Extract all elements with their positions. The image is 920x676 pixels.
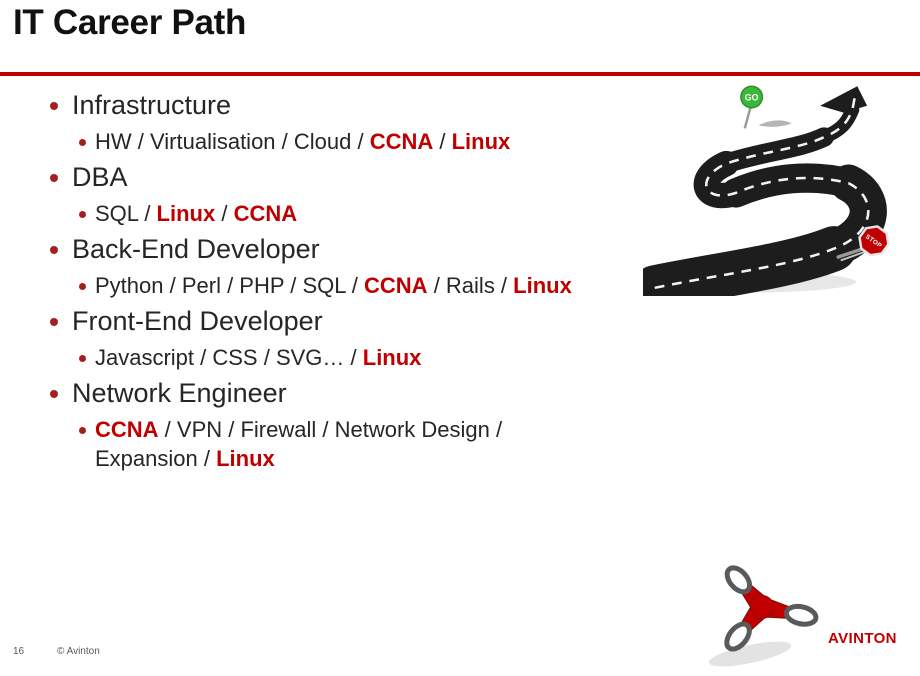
logo-shadow bbox=[708, 641, 792, 667]
career-role-row: Network Engineer bbox=[0, 379, 680, 408]
winding-road-illustration: GO STOP bbox=[643, 85, 890, 296]
bullet-icon bbox=[50, 102, 58, 110]
career-role-label: Front-End Developer bbox=[72, 306, 323, 336]
skill-keyword: Linux bbox=[156, 201, 216, 226]
career-role-row: Front-End Developer bbox=[0, 307, 680, 336]
career-skills-row: HW / Virtualisation / Cloud / CCNA / Lin… bbox=[0, 127, 680, 156]
career-skills-text: SQL / Linux / CCNA bbox=[95, 199, 297, 228]
copyright-text: © Avinton bbox=[57, 646, 100, 657]
svg-text:GO: GO bbox=[745, 92, 759, 102]
road-center-dashes bbox=[654, 93, 870, 290]
career-role-row: DBA bbox=[0, 163, 680, 192]
skill-keyword: Linux bbox=[216, 446, 275, 471]
page-title: IT Career Path bbox=[13, 3, 247, 42]
bullet-icon bbox=[50, 318, 58, 326]
road-body bbox=[643, 102, 887, 296]
skill-segment: / bbox=[433, 129, 452, 154]
skill-keyword: CCNA bbox=[364, 273, 428, 298]
skill-keyword: CCNA bbox=[369, 129, 434, 154]
career-item: DBA SQL / Linux / CCNA bbox=[0, 163, 680, 228]
avinton-logo bbox=[708, 565, 819, 667]
bullet-icon bbox=[79, 355, 86, 362]
skill-segment: / bbox=[215, 201, 234, 226]
go-sign-icon: GO bbox=[740, 85, 792, 129]
career-skills-text: Javascript / CSS / SVG… / Linux bbox=[95, 343, 421, 372]
career-role-label: Infrastructure bbox=[72, 90, 232, 120]
bullet-icon bbox=[50, 174, 58, 182]
career-item: Infrastructure HW / Virtualisation / Clou… bbox=[0, 91, 680, 156]
skill-segment: SQL / bbox=[95, 201, 157, 226]
skill-keyword: Linux bbox=[451, 129, 511, 154]
skill-segment: HW / Virtualisation / Cloud / bbox=[95, 129, 370, 154]
bullet-icon bbox=[79, 427, 86, 434]
career-role-row: Back-End Developer bbox=[0, 235, 680, 264]
skill-keyword: CCNA bbox=[95, 417, 159, 442]
skill-keyword: CCNA bbox=[233, 201, 298, 226]
career-role-label: DBA bbox=[72, 162, 128, 192]
page-number: 16 bbox=[13, 646, 25, 657]
skill-keyword: Linux bbox=[362, 345, 422, 370]
career-skills-text: CCNA / VPN / Firewall / Network Design /… bbox=[95, 415, 525, 473]
skill-segment: / Rails / bbox=[427, 273, 514, 298]
bullet-icon bbox=[79, 283, 86, 290]
skill-segment: Javascript / CSS / SVG… / bbox=[95, 345, 363, 370]
career-skills-row: SQL / Linux / CCNA bbox=[0, 199, 680, 228]
career-role-label: Network Engineer bbox=[72, 378, 287, 408]
brand-wordmark: AVINTON bbox=[828, 630, 897, 647]
career-role-label: Back-End Developer bbox=[72, 234, 320, 264]
bullet-icon bbox=[50, 246, 58, 254]
career-skills-row: Javascript / CSS / SVG… / Linux bbox=[0, 343, 680, 372]
logo-boomerang bbox=[724, 565, 819, 652]
career-role-row: Infrastructure bbox=[0, 91, 680, 120]
career-skills-text: Python / Perl / PHP / SQL / CCNA / Rails… bbox=[95, 271, 572, 300]
title-divider bbox=[0, 72, 920, 76]
bullet-icon bbox=[50, 390, 58, 398]
bullet-icon bbox=[79, 211, 86, 218]
career-list: Infrastructure HW / Virtualisation / Clou… bbox=[0, 84, 680, 480]
career-skills-text: HW / Virtualisation / Cloud / CCNA / Lin… bbox=[95, 127, 510, 156]
career-skills-row: CCNA / VPN / Firewall / Network Design /… bbox=[0, 415, 680, 473]
skill-segment: Python / Perl / PHP / SQL / bbox=[95, 273, 365, 298]
career-skills-row: Python / Perl / PHP / SQL / CCNA / Rails… bbox=[0, 271, 680, 300]
bullet-icon bbox=[79, 139, 86, 146]
road-arrow-icon bbox=[820, 86, 868, 113]
skill-segment: / VPN / Firewall / Network Design / Expa… bbox=[95, 417, 503, 471]
skill-keyword: Linux bbox=[513, 273, 572, 298]
stop-sign-icon: STOP bbox=[836, 225, 890, 262]
